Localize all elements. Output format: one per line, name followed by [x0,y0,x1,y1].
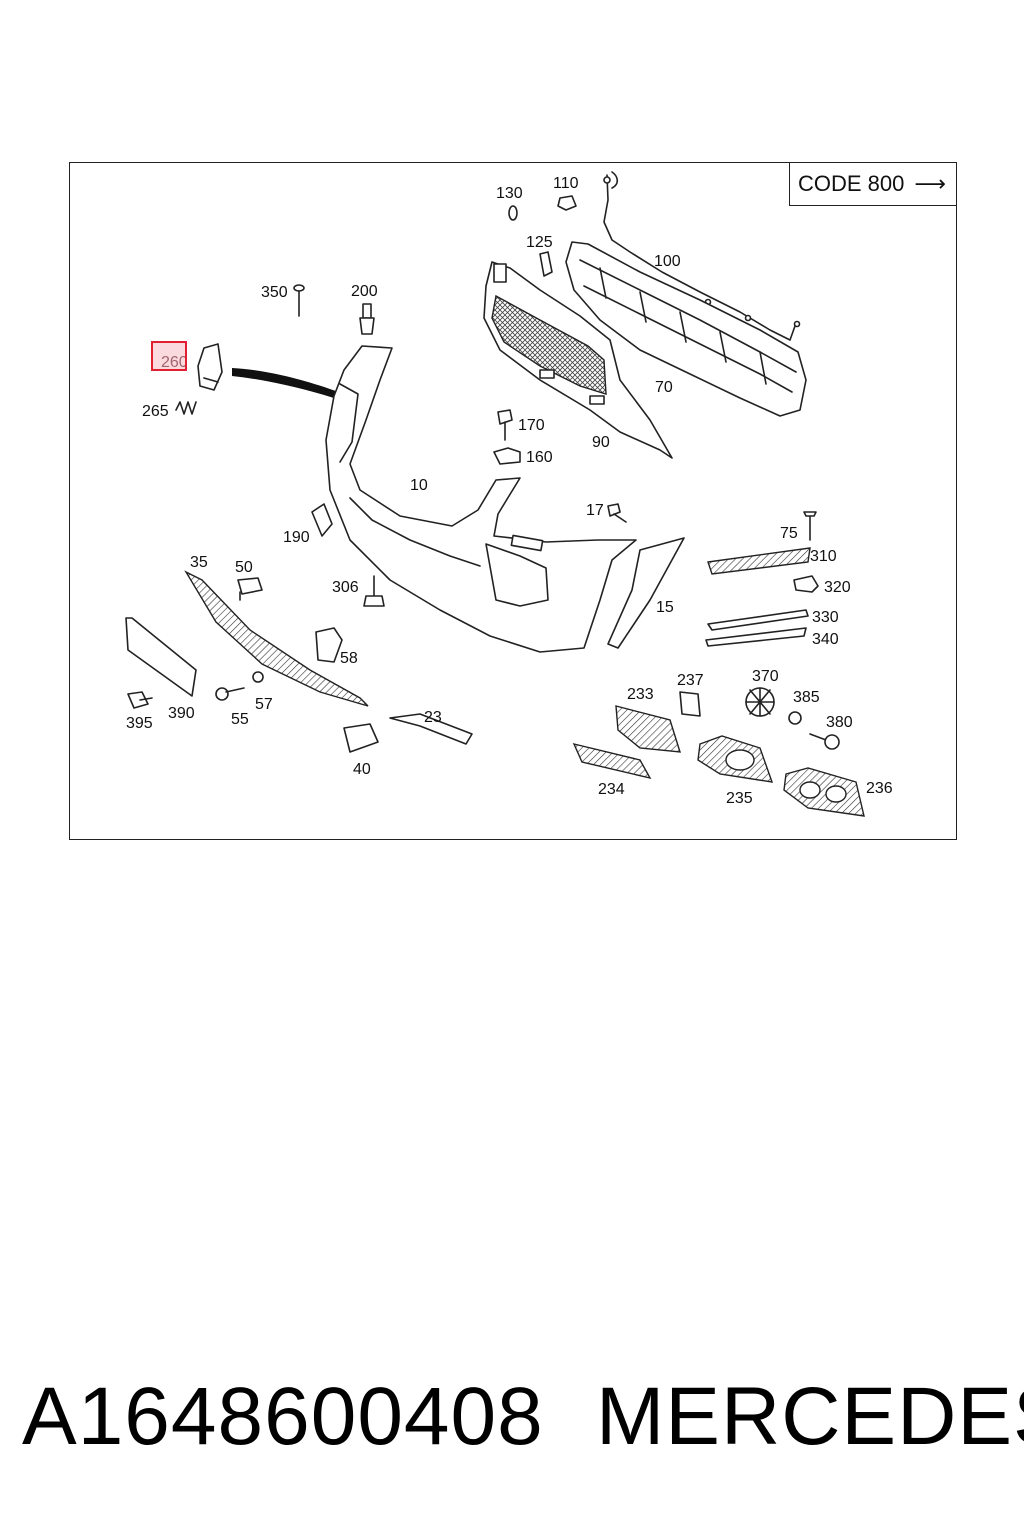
part-number: A1648600408 [22,1371,544,1462]
callout-90: 90 [592,434,610,451]
clip-320-part [793,575,819,593]
callout-390: 390 [168,705,195,722]
callout-235: 235 [726,790,753,807]
callout-190: 190 [283,529,310,546]
screw-170-part [497,409,513,441]
clip-40-part [343,723,379,753]
screw-17-part [607,503,627,523]
callout-320: 320 [824,579,851,596]
callout-130: 130 [496,185,523,202]
bolt-395-part [127,691,153,709]
callout-15: 15 [656,599,674,616]
spoiler-35-part [184,570,369,707]
callout-40: 40 [353,761,371,778]
part-110 [557,195,577,211]
callout-17: 17 [586,502,604,519]
trim-strip-330-part [707,609,809,631]
clip-160-part [493,447,521,465]
clip-237-part [679,691,701,717]
license-plate-390-part [125,617,197,697]
bracket-260-part [197,343,223,391]
callout-10: 10 [410,477,428,494]
callout-380: 380 [826,714,853,731]
callout-160: 160 [526,449,553,466]
callout-125: 125 [526,234,553,251]
callout-385: 385 [793,689,820,706]
fog-bezel-236-part [783,767,865,817]
brand-name: MERCEDES [596,1371,1024,1462]
trim-strip-15-part [607,537,685,649]
callout-23: 23 [424,709,442,726]
callout-340: 340 [812,631,839,648]
callout-57: 57 [255,696,273,713]
trim-234-part [572,742,652,780]
part-125 [539,251,553,277]
fog-lamp-370-part [745,687,775,717]
callout-370: 370 [752,668,779,685]
fog-bezel-235-part [697,735,774,783]
lower-grille-part [483,261,673,459]
callout-35: 35 [190,554,208,571]
washer-57-part [252,671,264,683]
callout-260: 260 [161,354,188,371]
callout-395: 395 [126,715,153,732]
callout-350: 350 [261,284,288,301]
callout-237: 237 [677,672,704,689]
bolt-306-part [363,575,385,607]
screw-55-part [215,687,245,701]
callout-236: 236 [866,780,893,797]
part-130 [508,205,518,221]
callout-50: 50 [235,559,253,576]
callout-110: 110 [553,175,579,192]
callout-265: 265 [142,403,169,420]
spring-265-part [175,401,197,415]
leader-arrow [232,368,344,400]
code-label-box: CODE 800 ⟶ [789,162,957,206]
trim-23-part [389,713,473,745]
screw-75-part [803,511,817,541]
bracket-58-part [315,627,343,663]
callout-310: 310 [810,548,837,565]
fog-cover-233-part [615,705,681,753]
washer-385-part [788,711,802,725]
callout-70: 70 [655,379,673,396]
grille-strip-310-part [707,547,811,575]
callout-100: 100 [654,253,681,270]
callout-170: 170 [518,417,545,434]
arrow-right-icon: ⟶ [914,170,946,196]
callout-330: 330 [812,609,839,626]
callout-75: 75 [780,525,798,542]
callout-234: 234 [598,781,625,798]
callout-233: 233 [627,686,654,703]
callout-58: 58 [340,650,358,667]
callout-55: 55 [231,711,249,728]
bolt-380-part [809,733,840,750]
bumper-cover-part [325,345,637,653]
screw-350-part [293,284,305,317]
trim-strip-340-part [705,627,807,647]
screw-50-part [237,577,263,601]
code-label: CODE 800 [798,170,905,196]
bumper-crossmember-part [565,241,807,417]
callout-306: 306 [332,579,359,596]
callout-200: 200 [351,283,378,300]
highlighted-part-marker [151,341,187,371]
panel-190-part [311,503,333,537]
clip-200-part [359,303,375,335]
